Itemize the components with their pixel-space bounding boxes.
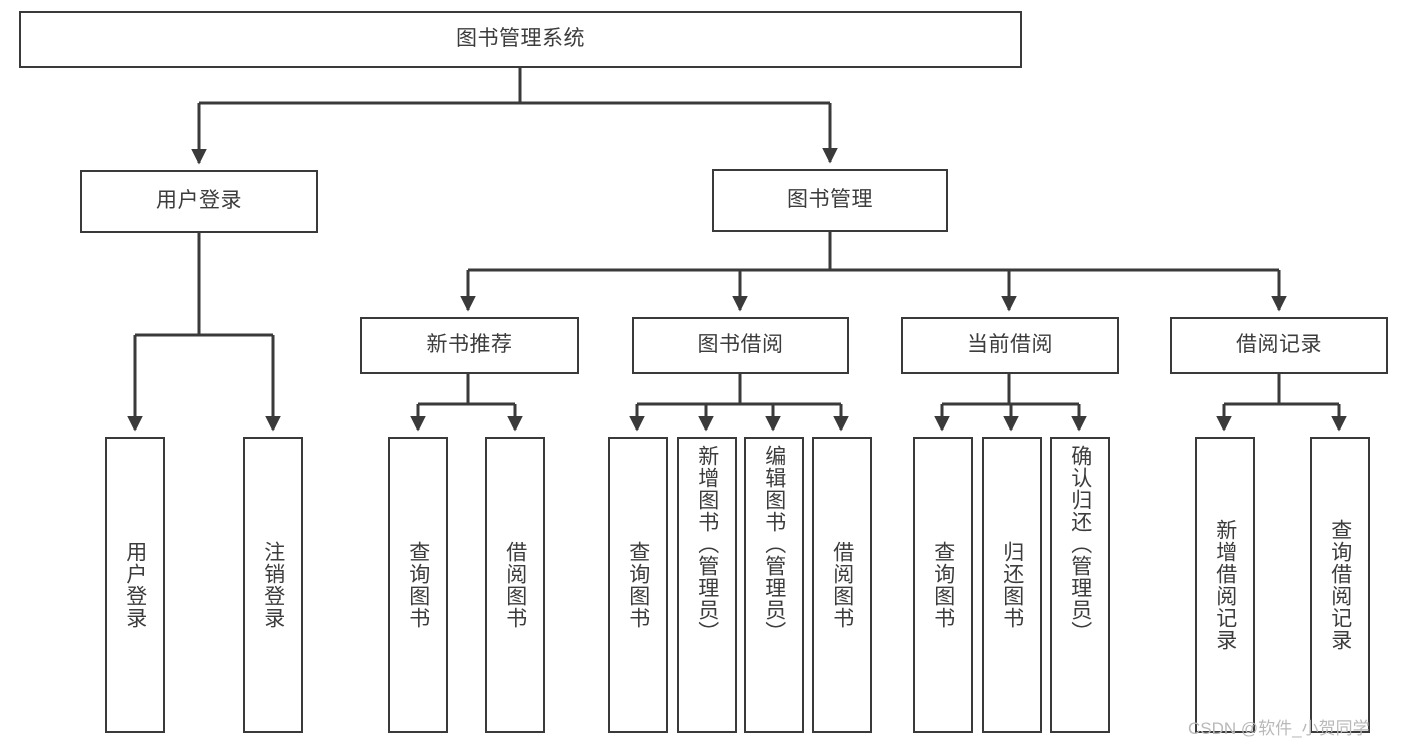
- node-label: 借阅图书: [830, 541, 854, 629]
- node-label: 查询图书: [406, 541, 430, 629]
- node-new-book-recommendation[interactable]: 新书推荐: [360, 317, 579, 374]
- node-label: 借阅图书: [503, 541, 527, 629]
- node-label: 当前借阅: [967, 333, 1053, 357]
- node-leaf-query-borrow-record[interactable]: 查询借阅记录: [1310, 437, 1370, 733]
- node-label: 确认归还（管理员）: [1068, 445, 1092, 643]
- node-label: 查询图书: [626, 541, 650, 629]
- node-leaf-user-login[interactable]: 用户登录: [105, 437, 165, 733]
- watermark-text: CSDN @软件_小贺同学: [1188, 719, 1370, 738]
- node-label: 图书借阅: [697, 333, 784, 357]
- node-leaf-add-book-admin[interactable]: 新增图书（管理员）: [677, 437, 737, 733]
- node-leaf-edit-book-admin[interactable]: 编辑图书（管理员）: [744, 437, 804, 733]
- node-leaf-logout[interactable]: 注销登录: [243, 437, 303, 733]
- node-label: 编辑图书（管理员）: [762, 445, 786, 643]
- node-label: 图书管理: [787, 188, 873, 212]
- node-leaf-query-book-borrow[interactable]: 查询图书: [608, 437, 668, 733]
- node-root-label: 图书管理系统: [456, 27, 585, 51]
- node-leaf-query-book-recommend[interactable]: 查询图书: [388, 437, 448, 733]
- node-user-login[interactable]: 用户登录: [80, 170, 318, 233]
- node-label: 用户登录: [156, 189, 242, 213]
- node-label: 注销登录: [261, 541, 285, 629]
- node-label: 新增图书（管理员）: [695, 445, 719, 643]
- node-leaf-return-book[interactable]: 归还图书: [982, 437, 1042, 733]
- node-root-system[interactable]: 图书管理系统: [19, 11, 1022, 68]
- node-label: 查询借阅记录: [1328, 519, 1352, 651]
- node-leaf-add-borrow-record[interactable]: 新增借阅记录: [1195, 437, 1255, 733]
- node-current-borrow[interactable]: 当前借阅: [901, 317, 1119, 374]
- node-leaf-query-book-current[interactable]: 查询图书: [913, 437, 973, 733]
- node-book-management[interactable]: 图书管理: [712, 169, 948, 232]
- node-leaf-borrow-book[interactable]: 借阅图书: [812, 437, 872, 733]
- node-label: 用户登录: [123, 541, 147, 629]
- node-leaf-borrow-book-recommend[interactable]: 借阅图书: [485, 437, 545, 733]
- node-leaf-confirm-return-admin[interactable]: 确认归还（管理员）: [1050, 437, 1110, 733]
- node-label: 借阅记录: [1236, 333, 1322, 357]
- node-label: 新增借阅记录: [1213, 519, 1237, 651]
- node-label: 新书推荐: [426, 333, 513, 357]
- node-book-borrow[interactable]: 图书借阅: [632, 317, 849, 374]
- node-label: 归还图书: [1000, 541, 1024, 629]
- node-borrow-records[interactable]: 借阅记录: [1170, 317, 1388, 374]
- node-label: 查询图书: [931, 541, 955, 629]
